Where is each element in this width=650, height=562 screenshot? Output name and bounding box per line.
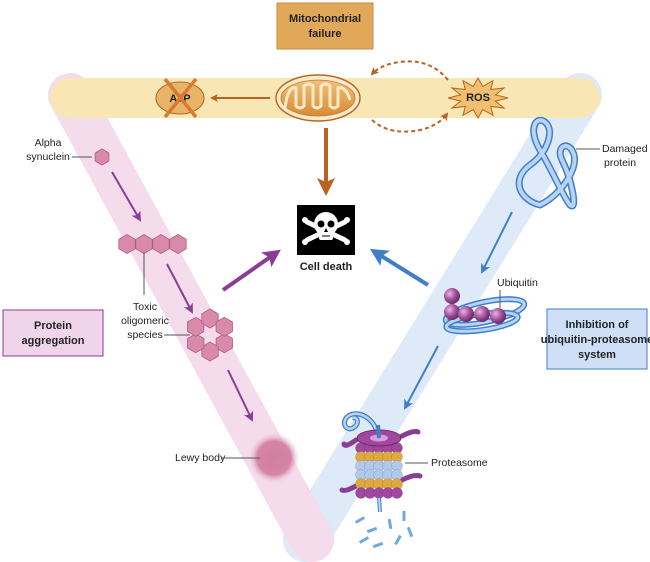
ubiquitinated-protein	[442, 288, 528, 335]
mitochondrial-failure-box: Mitochondrial failure	[276, 2, 374, 50]
protein-aggregation-box: Protein aggregation	[2, 309, 104, 357]
toxic-label-line1: Toxic	[133, 301, 157, 313]
hexagon	[187, 333, 205, 354]
alpha-synuclein-label-line1: Alpha	[35, 137, 62, 149]
peptide-fragment	[402, 511, 406, 521]
damaged-protein-label-line2: protein	[604, 157, 636, 169]
ubiquitin-bead	[474, 306, 490, 322]
proteasome-subunit	[391, 487, 403, 499]
protein-box-line1: Protein	[34, 320, 72, 332]
oligomer-arrow	[166, 263, 193, 314]
protein-box-line2: aggregation	[22, 335, 85, 347]
peptide-fragment	[372, 541, 384, 549]
ubiquitin-bead	[458, 306, 474, 322]
damaged-to-ubiquitin-arrow	[481, 211, 513, 274]
ubiquitin-to-proteasome-arrow	[404, 345, 439, 410]
alpha-synuclein-hexagon	[94, 148, 110, 166]
ubiquitin-bead	[444, 304, 460, 320]
mito-box-line2: failure	[308, 28, 341, 40]
toxic-label-line3: species	[127, 329, 163, 341]
cell-death-label: Cell death	[300, 261, 353, 273]
protein-to-cell-death-arrow	[221, 249, 281, 292]
peptide-fragment	[358, 536, 370, 544]
mitochondrion-icon	[275, 74, 361, 122]
ups-box-line2: ubiquitin-proteasome	[541, 334, 650, 346]
ros-to-mito-dashed-arrow	[370, 60, 449, 81]
damaged-protein	[515, 116, 579, 210]
ubiquitin-bead	[490, 308, 506, 324]
mito-box-line1: Mitochondrial	[289, 13, 361, 25]
mito-to-ros-dashed-arrow	[371, 112, 449, 133]
hexagon	[94, 148, 110, 166]
peptide-fragments	[354, 511, 414, 549]
toxic-label-line2: oligomeric	[121, 315, 169, 327]
hexagon	[201, 308, 219, 329]
proteasome-label: Proteasome	[431, 457, 488, 469]
ups-box-line3: system	[578, 349, 616, 361]
ups-inhibition-box: Inhibition of ubiquitin-proteasome syste…	[541, 308, 650, 370]
toxic-oligomer-ring	[187, 308, 233, 362]
ups-band	[283, 73, 602, 562]
peptide-fragment	[366, 526, 378, 534]
cross-out-icon	[163, 77, 198, 119]
hexagon	[118, 234, 136, 254]
starburst-icon: ROS	[447, 76, 509, 120]
atp-node: ATP	[155, 77, 205, 119]
alpha-synuclein-label-line2: synuclein	[26, 151, 70, 163]
lewy-body	[248, 432, 300, 484]
hexagon	[169, 234, 187, 254]
hexagon	[152, 234, 170, 254]
cell-death-node: Cell death	[297, 205, 355, 273]
ups-box-line1: Inhibition of	[566, 319, 629, 331]
peptide-fragment	[387, 518, 393, 530]
lewy-body-label: Lewy body	[175, 452, 226, 464]
proteasome	[339, 411, 423, 513]
oligomer-to-lewy-arrow	[227, 369, 254, 422]
hexagon	[215, 333, 233, 354]
ups-to-cell-death-arrow	[369, 248, 430, 287]
ros-label: ROS	[466, 92, 490, 104]
peptide-fragment	[406, 526, 414, 538]
skull-crossbones-icon	[302, 212, 350, 245]
hexagon	[215, 316, 233, 337]
peptide-fragment	[394, 534, 402, 546]
ubiquitin-chain	[444, 288, 506, 324]
damaged-protein-label-line1: Damaged	[602, 143, 648, 155]
ubiquitin-bead	[444, 288, 460, 304]
ubiquitin-label: Ubiquitin	[497, 277, 538, 289]
synuclein-arrow	[111, 171, 142, 222]
peptide-fragment	[354, 516, 366, 524]
